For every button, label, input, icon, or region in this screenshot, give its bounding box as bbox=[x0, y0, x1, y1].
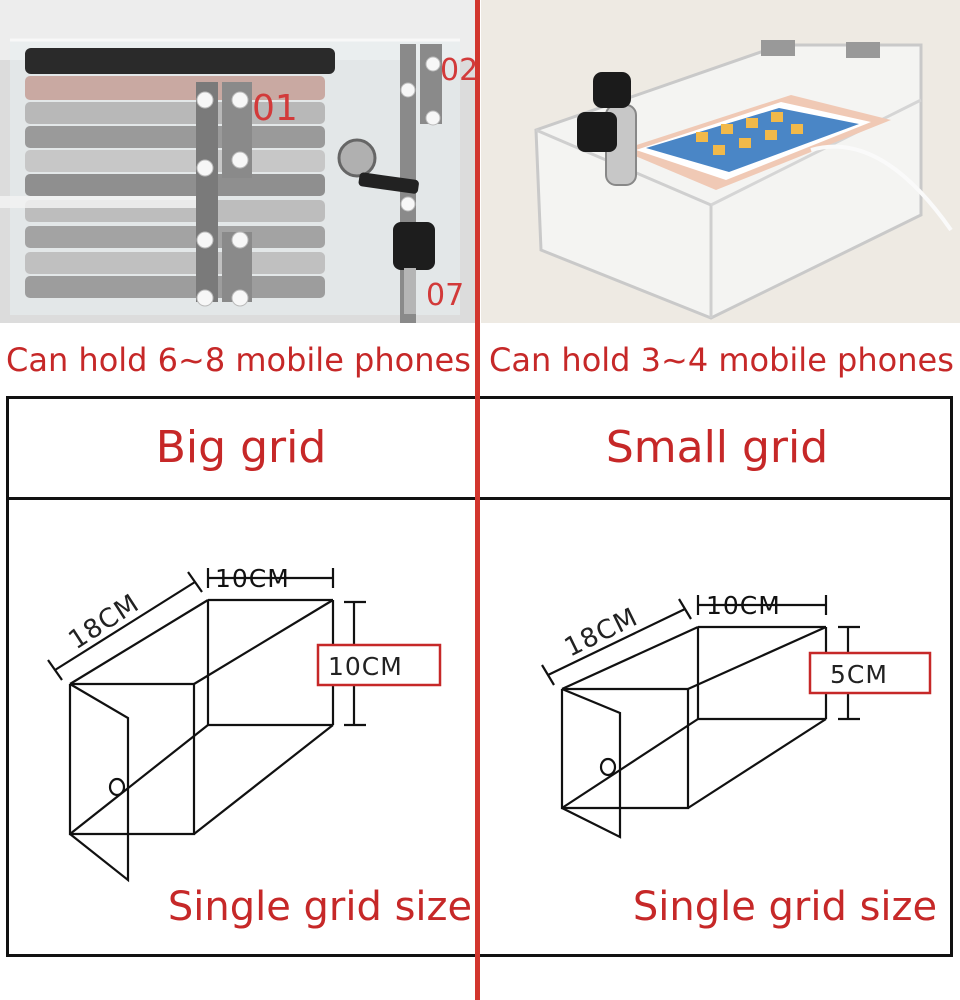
small-grid-diagram: 18CM 10CM 5CM bbox=[480, 585, 960, 885]
small-grid-height-highlight bbox=[808, 651, 932, 695]
center-divider bbox=[475, 0, 480, 1000]
small-grid-photo bbox=[481, 0, 960, 323]
table-top-border bbox=[8, 396, 952, 399]
big-grid-photo: 01 02 07 bbox=[0, 0, 475, 323]
small-grid-height-label: 5CM bbox=[830, 660, 888, 689]
slot-label-01: 01 bbox=[252, 88, 298, 129]
small-grid-width-label: 10CM bbox=[706, 591, 781, 620]
big-grid-height-highlight bbox=[316, 643, 442, 687]
table-left-border bbox=[6, 396, 9, 957]
big-grid-capacity-caption: Can hold 6~8 mobile phones bbox=[6, 341, 471, 379]
big-grid-size-caption: Single grid size bbox=[167, 884, 473, 930]
big-grid-diagram: 18CM 10CM 10CM bbox=[0, 560, 475, 890]
slot-label-07: 07 bbox=[426, 278, 464, 313]
table-right-border bbox=[950, 396, 953, 957]
small-grid-capacity-caption: Can hold 3~4 mobile phones bbox=[489, 341, 954, 379]
small-grid-title: Small grid bbox=[605, 422, 829, 473]
table-bottom-border bbox=[8, 954, 952, 957]
big-grid-width-label: 10CM bbox=[215, 564, 290, 593]
big-grid-height-label: 10CM bbox=[328, 652, 403, 681]
slot-label-02: 02 bbox=[440, 53, 475, 88]
big-grid-title: Big grid bbox=[155, 422, 327, 473]
small-grid-length-label: 18CM bbox=[560, 602, 643, 663]
table-header-border bbox=[8, 497, 952, 500]
small-grid-size-caption: Single grid size bbox=[632, 884, 938, 930]
